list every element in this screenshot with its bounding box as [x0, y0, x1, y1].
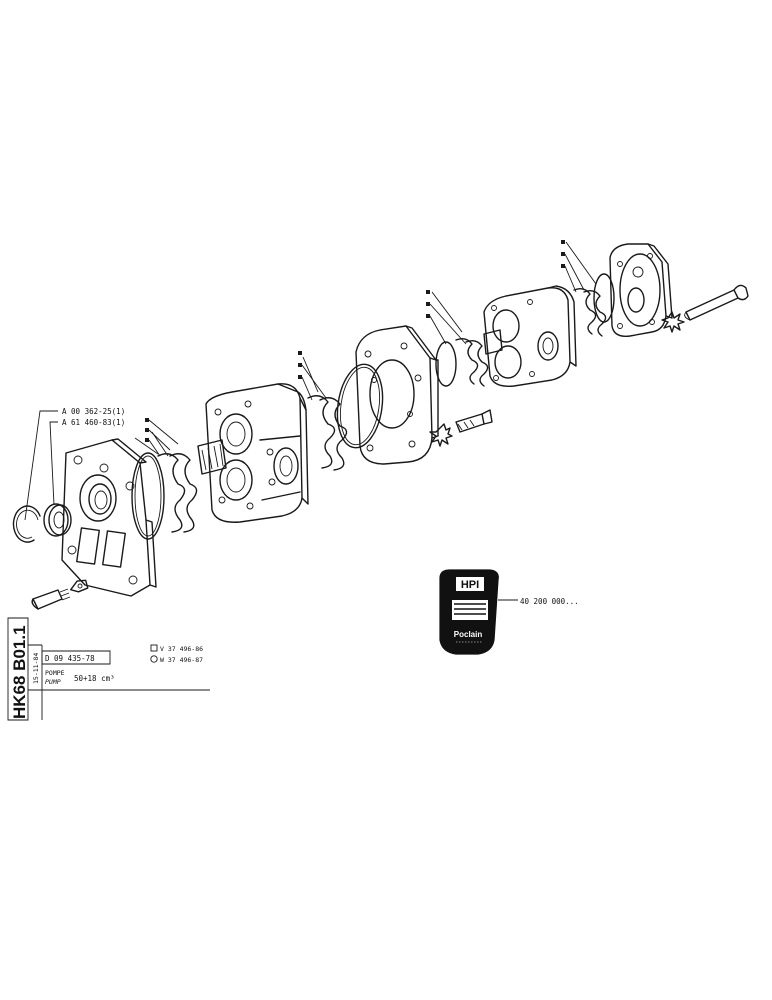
rear-cover	[609, 243, 673, 337]
issue-date: 15-11-84	[32, 653, 40, 684]
variant-w: W 37 496-87	[160, 656, 203, 664]
hpi-badge: HPI Poclain	[439, 569, 499, 655]
variant-v: V 37 496-86	[160, 645, 203, 653]
gear-body-2	[483, 285, 577, 387]
sheet-code: HK68 B01.1	[10, 625, 29, 719]
gear-body-1	[197, 383, 309, 523]
ref-circlip: A 00 362-25(1)	[62, 407, 125, 416]
title-block: HK68 B01.1 15-11-84 D 09 435-78 V 37 496…	[7, 617, 210, 721]
part-name-en: PUMP	[45, 678, 61, 686]
seal-pair-2	[298, 351, 348, 471]
front-flange	[61, 438, 157, 597]
tie-bolt	[661, 284, 749, 333]
part-name-fr: POMPE	[45, 669, 65, 677]
seal-pair-3	[426, 290, 489, 387]
badge-brand: HPI	[461, 579, 479, 591]
front-bolt	[31, 579, 89, 610]
left-leaders	[24, 410, 58, 521]
seal-pair-1	[131, 418, 198, 540]
displacement: 50+18 cm³	[74, 674, 115, 683]
large-o-ring	[336, 363, 384, 449]
ref-seal: A 61 460-83(1)	[62, 418, 125, 427]
ref-badge: 40 200 000...	[520, 597, 579, 606]
intermediate-body	[355, 325, 439, 465]
drawing-number: D 09 435-78	[45, 654, 95, 663]
ref-labels: A 00 362-25(1) A 61 460-83(1) 40 200 000…	[62, 407, 579, 606]
badge-maker: Poclain	[454, 630, 483, 639]
seal-pair-4	[561, 240, 615, 337]
middle-bolt	[429, 409, 493, 447]
circlip	[12, 505, 41, 543]
shaft-seal	[43, 503, 72, 537]
